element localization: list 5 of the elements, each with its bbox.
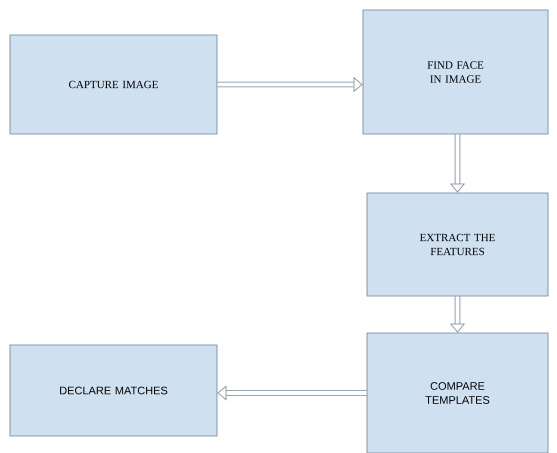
process-box: EXTRACT THE FEATURES (366, 192, 548, 296)
process-box: CAPTURE IMAGE (10, 34, 218, 134)
process-box: DECLARE MATCHES (10, 344, 218, 436)
process-box: FIND FACE IN IMAGE (362, 10, 548, 134)
process-box: COMPARE TEMPLATES (366, 332, 548, 453)
